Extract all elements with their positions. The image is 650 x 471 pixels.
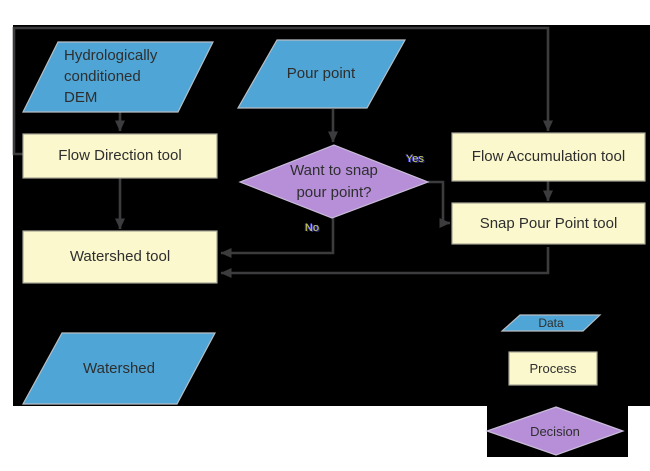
want-to-snap-diamond [238, 144, 430, 219]
edge-decision-yes-to-snap-pour-point [428, 180, 451, 228]
flow-direction-label: Flow Direction tool [58, 147, 182, 164]
edge-snap-pour-point-to-watershed-tool [220, 247, 550, 278]
legend-process-label: Process [529, 361, 577, 376]
snap-pour-point-label: Snap Pour Point tool [479, 214, 618, 232]
snap-pour-point-box [451, 202, 646, 245]
watershed-parallelogram [21, 332, 217, 405]
watershed-tool-box [22, 230, 218, 284]
flow-accumulation-box [451, 132, 646, 182]
flow-accumulation-label: Flow Accumulation tool [471, 148, 626, 165]
legend-data-label: Data [538, 316, 564, 330]
want-to-snap-label: Want to snap pour point? [290, 162, 378, 201]
legend-process-box [508, 351, 598, 386]
legend-decision-label: Decision [530, 423, 580, 439]
legend-decision-diamond [485, 406, 625, 456]
edge-decision-no-to-watershed-tool [220, 218, 335, 258]
dem-label: Hydrologically conditioned DEM [64, 47, 158, 106]
pour-point-parallelogram [236, 39, 407, 109]
flow-direction-box [22, 133, 218, 179]
dem-parallelogram [22, 41, 214, 113]
no-branch-label: No [305, 222, 320, 234]
watershed-label: Watershed [83, 359, 155, 377]
watershed-tool-label: Watershed tool [69, 248, 171, 265]
yes-branch-label: Yes [406, 153, 424, 165]
legend-data-parallelogram [500, 314, 602, 332]
pour-point-label: Pour point [286, 65, 356, 82]
edge-flow-direction-to-flow-accumulation [12, 26, 553, 156]
